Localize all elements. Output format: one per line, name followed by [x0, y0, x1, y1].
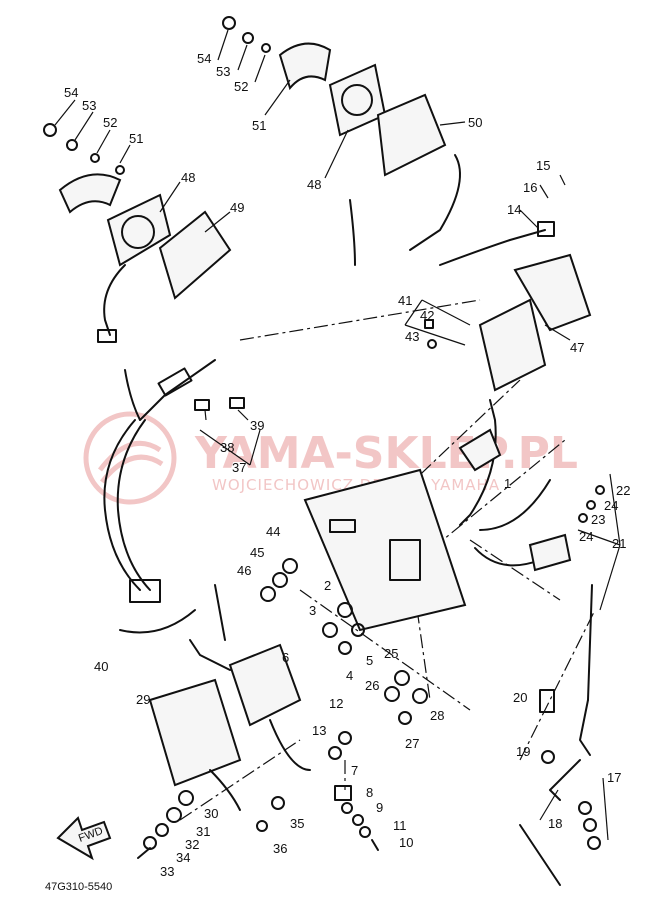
fasteners: [137, 558, 428, 859]
callout-18: 18: [548, 816, 562, 831]
right-speaker-assembly: [222, 16, 555, 266]
callout-2: 2: [324, 578, 331, 593]
callout-1: 1: [504, 476, 511, 491]
watermark-title: YAMA-SKLEP.PL: [194, 428, 578, 479]
speaker-48-right: [328, 63, 387, 137]
callout-49: 49: [230, 200, 244, 215]
callout-9: 9: [376, 800, 383, 815]
callout-54-left: 54: [64, 85, 78, 100]
callout-51-left: 51: [129, 131, 143, 146]
callout-36: 36: [273, 841, 287, 856]
callout-48-right: 48: [307, 177, 321, 192]
speaker-box-49-left: [158, 210, 232, 300]
speaker-box-50: [376, 93, 447, 177]
callout-27: 27: [405, 736, 419, 751]
callout-39: 39: [250, 418, 264, 433]
callout-23: 23: [591, 512, 605, 527]
grille-cover-51-left: [58, 173, 122, 214]
callout-44: 44: [266, 524, 280, 539]
left-speaker-assembly: [43, 123, 232, 343]
unit-box-41: [478, 298, 547, 392]
callout-15: 15: [536, 158, 550, 173]
callout-35: 35: [290, 816, 304, 831]
callout-42: 42: [420, 308, 434, 323]
speaker-48-left: [106, 193, 172, 267]
callout-53-left: 53: [82, 98, 96, 113]
callout-38: 38: [220, 440, 234, 455]
callout-4: 4: [346, 668, 353, 683]
watermark-logo-icon: [83, 411, 177, 505]
callout-47: 47: [570, 340, 584, 355]
callout-46: 46: [237, 563, 251, 578]
callout-40: 40: [94, 659, 108, 674]
callout-45: 45: [250, 545, 264, 560]
relay-1: [458, 428, 502, 472]
callout-10: 10: [399, 835, 413, 850]
callout-32: 32: [185, 837, 199, 852]
mounting-bracket: [303, 468, 467, 632]
callout-53-right: 53: [216, 64, 230, 79]
callout-16: 16: [523, 180, 537, 195]
callouts: 1 2 3 4 5 6 7 8 9 10 11 12 13 14 15 16 1…: [64, 51, 630, 879]
callout-28: 28: [430, 708, 444, 723]
callout-26: 26: [365, 678, 379, 693]
callout-6: 6: [282, 650, 289, 665]
callout-34: 34: [176, 850, 190, 865]
antenna-assembly: [519, 584, 601, 886]
horn-unit: [528, 533, 572, 572]
callout-14: 14: [507, 202, 521, 217]
fwd-arrow-icon: FWD: [56, 816, 112, 861]
callout-17: 17: [607, 770, 621, 785]
grille-cover-51-right: [278, 42, 332, 91]
leader-lines: [54, 29, 621, 841]
amplifier-6: [228, 643, 302, 727]
diagram-code: 47G310-5540: [45, 881, 112, 893]
callout-50: 50: [468, 115, 482, 130]
callout-52-right: 52: [234, 79, 248, 94]
wire-harness: [103, 359, 245, 634]
callout-48-left: 48: [181, 170, 195, 185]
callout-41: 41: [398, 293, 412, 308]
control-unit-assembly: [424, 253, 605, 572]
cover-47: [513, 253, 592, 332]
callout-25: 25: [384, 646, 398, 661]
callout-8: 8: [366, 785, 373, 800]
callout-22: 22: [616, 483, 630, 498]
amplifier-29: [148, 678, 242, 787]
callout-31: 31: [196, 824, 210, 839]
callout-24a: 24: [604, 498, 618, 513]
callout-24b: 24: [579, 529, 593, 544]
callout-29: 29: [136, 692, 150, 707]
amplifier-assembly: [148, 584, 311, 811]
callout-30: 30: [204, 806, 218, 821]
callout-33: 33: [160, 864, 174, 879]
callout-21: 21: [612, 536, 626, 551]
callout-51-right: 51: [252, 118, 266, 133]
callout-13: 13: [312, 723, 326, 738]
callout-43: 43: [405, 329, 419, 344]
callout-19: 19: [516, 744, 530, 759]
callout-3: 3: [309, 603, 316, 618]
callout-37: 37: [232, 460, 246, 475]
callout-54-right: 54: [197, 51, 211, 66]
callout-5: 5: [366, 653, 373, 668]
callout-52-left: 52: [103, 115, 117, 130]
callout-20: 20: [513, 690, 527, 705]
callout-11: 11: [393, 818, 407, 833]
callout-7: 7: [351, 763, 358, 778]
callout-12: 12: [329, 696, 343, 711]
